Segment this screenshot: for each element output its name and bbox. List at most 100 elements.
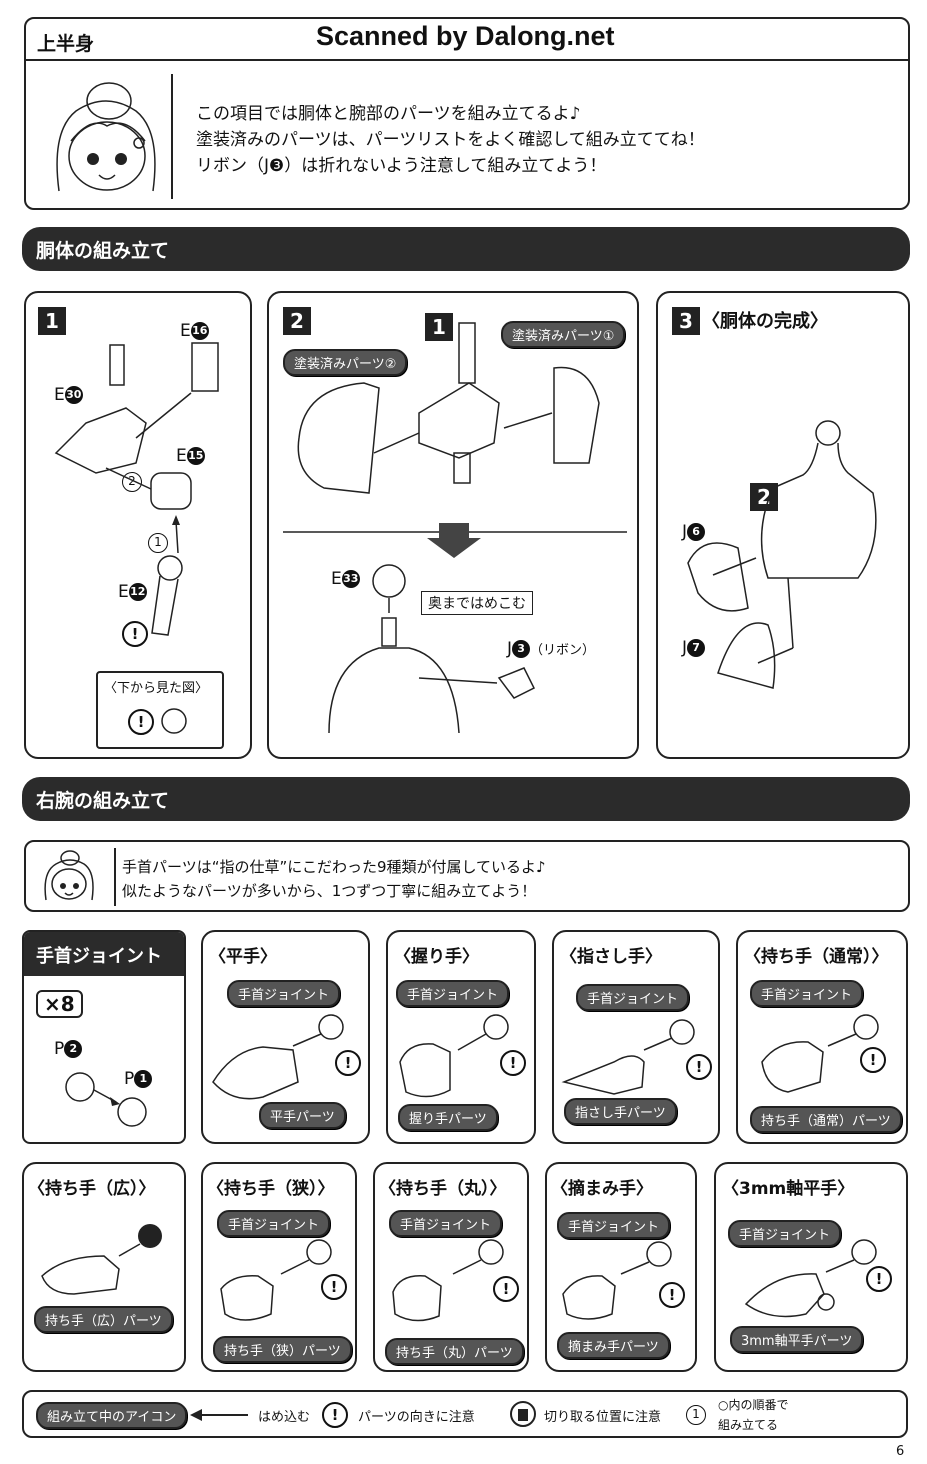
step-number: 1 [38, 307, 66, 335]
part-label-e30: E30 [54, 385, 83, 405]
scan-credit: Scanned by Dalong.net [316, 21, 615, 51]
legend-orientation: パーツの向きに注意 [358, 1410, 475, 1425]
hand-panel-pointing: 〈指さし手〉 手首ジョイント ! 指さし手パーツ [552, 930, 720, 1144]
hand-panel-3mm-flat: 〈3mm軸平手〉 手首ジョイント ! 3mm軸平手パーツ [714, 1162, 908, 1372]
quantity-badge: ×8 [36, 990, 83, 1018]
wrist-joint-header [24, 932, 184, 976]
legend-label: 組み立て中のアイコン [36, 1402, 188, 1429]
orientation-warning-icon: ! [500, 1050, 526, 1076]
wrist-joint-drawing [65, 1072, 147, 1127]
part-label-e33: E33 [331, 569, 360, 589]
hand-title: 〈持ち手（通常）〉 [744, 947, 889, 967]
hand-drawing [41, 1224, 162, 1295]
wrist-joint-title: 手首ジョイント [36, 946, 162, 967]
wrist-joint-tag: 手首ジョイント [750, 980, 864, 1007]
orientation-warning-icon: ! [493, 1276, 519, 1302]
hand-drawing [392, 1239, 504, 1322]
icon-legend-panel: 組み立て中のアイコン はめ込む ! パーツの向きに注意 切り取る位置に注意 1 … [22, 1390, 908, 1438]
mascot-illustration [56, 82, 156, 192]
bottom-view-inset: 〈下から見た図〉 ! [96, 671, 224, 749]
orientation-warning-icon: ! [860, 1047, 886, 1073]
torso-section-title: 胴体の組み立て [22, 227, 910, 271]
orientation-warning-icon: ! [335, 1050, 361, 1076]
hand-part-tag: 摘まみ手パーツ [557, 1332, 670, 1359]
section-label: 上半身 [37, 33, 95, 55]
hand-part-tag: 握り手パーツ [398, 1104, 498, 1131]
hand-drawing [761, 1014, 879, 1093]
hand-title: 〈持ち手（丸）〉 [379, 1179, 507, 1199]
note-line-1: 手首パーツは“指の仕草”にこだわった9種類が付属しているよ♪ [122, 858, 546, 876]
hand-panel-grip-wide: 〈持ち手（広）〉 持ち手（広）パーツ [22, 1162, 186, 1372]
hand-drawing [220, 1239, 332, 1321]
step2-parts-drawing [283, 322, 627, 734]
step3-parts-drawing [687, 420, 877, 689]
hand-part-tag: 持ち手（狭）パーツ [213, 1336, 352, 1363]
painted-part-2-tag: 塗装済みパーツ② [283, 349, 408, 376]
legend-order-line-1: ○内の順番で [718, 1398, 789, 1412]
hand-part-tag: 持ち手（丸）パーツ [385, 1338, 524, 1365]
orientation-warning-icon: ! [128, 709, 154, 735]
hand-title: 〈3mm軸平手〉 [722, 1179, 855, 1199]
hand-panel-flat: 〈平手〉 手首ジョイント ! 平手パーツ [201, 930, 370, 1144]
hand-title: 〈持ち手（狭）〉 [207, 1179, 335, 1199]
hand-title: 〈持ち手（広）〉 [28, 1179, 156, 1199]
hand-panel-grip-round: 〈持ち手（丸）〉 手首ジョイント ! 持ち手（丸）パーツ [373, 1162, 529, 1372]
hand-drawing [399, 1014, 509, 1098]
wrist-joint-tag: 手首ジョイント [217, 1210, 331, 1237]
push-in-callout: 奥まではめこむ [421, 591, 533, 615]
step3-title: 〈胴体の完成〉 [702, 311, 828, 332]
legend-insert: はめ込む [258, 1410, 311, 1425]
right-arm-section-title: 右腕の組み立て [22, 777, 910, 821]
wrist-joint-tag: 手首ジョイント [576, 984, 690, 1011]
hand-title: 〈平手〉 [209, 947, 277, 967]
cut-position-icon [510, 1401, 536, 1427]
step1-parts-drawing [54, 342, 219, 636]
wrist-joint-tag: 手首ジョイント [396, 980, 510, 1007]
hand-drawing [561, 1019, 695, 1095]
note-divider [114, 848, 116, 906]
hand-panel-pinch: 〈摘まみ手〉 手首ジョイント ! 摘まみ手パーツ [545, 1162, 697, 1372]
orientation-warning-icon: ! [322, 1402, 348, 1428]
page-number: 6 [896, 1444, 905, 1459]
step-number: 3 [672, 307, 700, 335]
hand-part-tag: 持ち手（広）パーツ [34, 1306, 173, 1333]
hand-drawing [744, 1239, 877, 1318]
orientation-warning-icon: ! [659, 1282, 685, 1308]
hand-title: 〈握り手〉 [394, 947, 479, 967]
legend-order-line-2: 組み立てる [718, 1418, 779, 1432]
hand-panel-fist: 〈握り手〉 手首ジョイント ! 握り手パーツ [386, 930, 536, 1144]
wrist-joint-tag: 手首ジョイント [728, 1220, 842, 1247]
order-marker-1: 1 [148, 532, 168, 553]
intro-divider [171, 74, 173, 199]
hand-title: 〈指さし手〉 [560, 947, 662, 967]
intro-line-3: リボン（J❸）は折れないよう注意して組み立てよう！ [196, 156, 607, 176]
part-label-e16: E16 [180, 321, 209, 341]
orientation-warning-icon: ! [122, 621, 148, 647]
orientation-warning-icon: ! [321, 1274, 347, 1300]
hand-part-tag: 3mm軸平手パーツ [730, 1326, 864, 1353]
wrist-joint-tag: 手首ジョイント [227, 980, 341, 1007]
hand-part-tag: 指さし手パーツ [564, 1098, 677, 1125]
step-number: 2 [283, 307, 311, 335]
hand-part-tag: 持ち手（通常）パーツ [750, 1106, 902, 1133]
hand-panel-grip-narrow: 〈持ち手（狭）〉 手首ジョイント ! 持ち手（狭）パーツ [201, 1162, 357, 1372]
torso-step-1-panel: 1 E30 E16 E15 E12 2 1 ! 〈下から見た図〉 ! [24, 291, 252, 759]
orientation-warning-icon: ! [686, 1054, 712, 1080]
intro-line-2: 塗装済みのパーツは、パーツリストをよく確認して組み立ててね！ [196, 130, 705, 150]
hand-drawing [562, 1241, 672, 1320]
part-label-e15: E15 [176, 446, 205, 466]
orientation-warning-icon: ! [866, 1266, 892, 1292]
bottom-view-label: 〈下から見た図〉 [104, 681, 209, 696]
legend-cut: 切り取る位置に注意 [544, 1410, 662, 1425]
order-icon: 1 [686, 1404, 706, 1425]
bottom-view-drawing [161, 708, 187, 734]
arrow-icon [190, 1409, 248, 1421]
intro-panel: 上半身 Scanned by Dalong.net この項目では胴体と腕部のパー… [24, 17, 910, 210]
wrist-joint-tag: 手首ジョイント [557, 1212, 671, 1239]
wrist-joint-tag: 手首ジョイント [389, 1210, 503, 1237]
